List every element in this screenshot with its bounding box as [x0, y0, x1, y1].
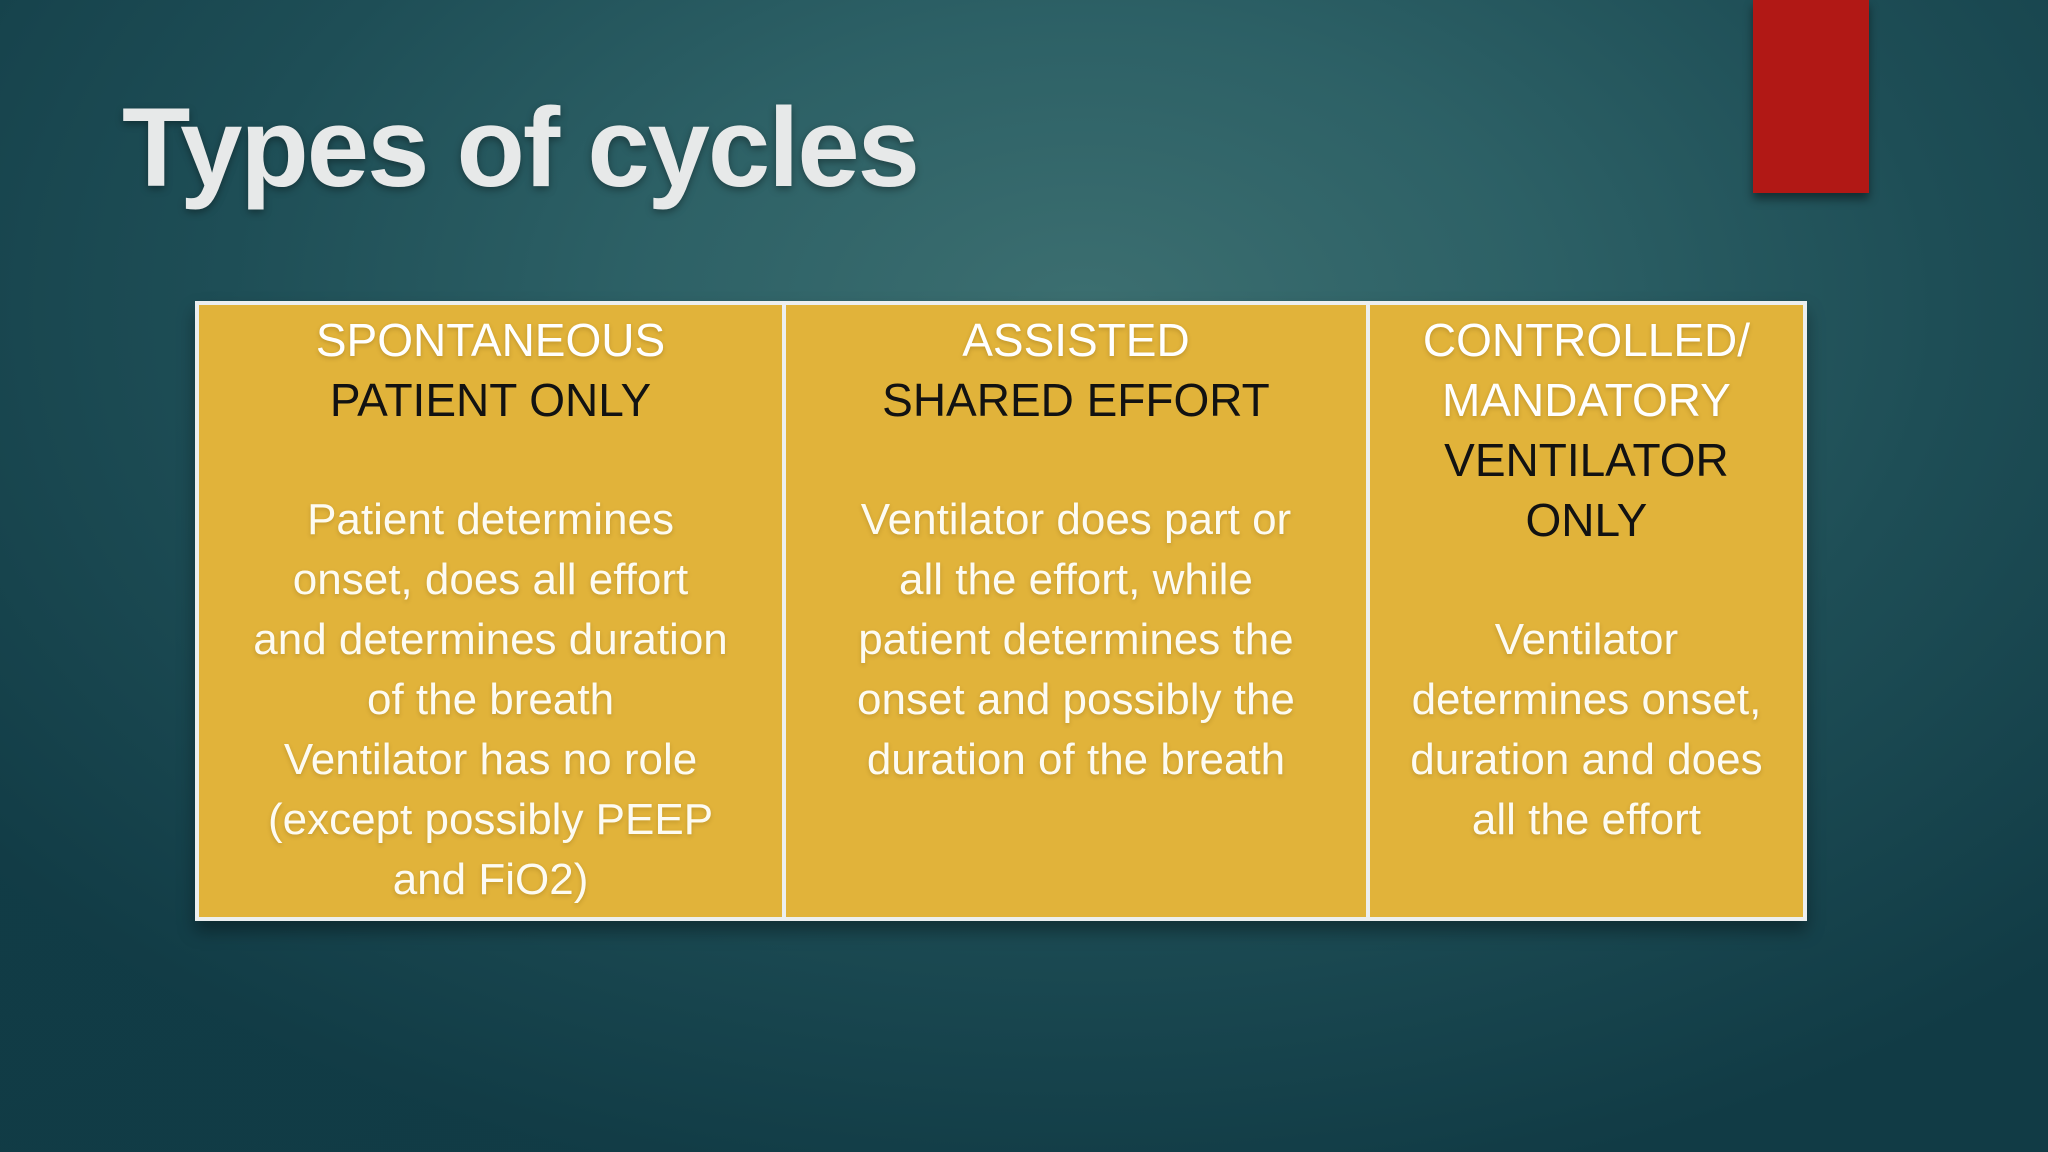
cell-header-secondary: PATIENT ONLY [329, 374, 652, 426]
cell-body-text: Patient determines onset, does all effor… [253, 495, 728, 904]
cell-body-text: Ventilator determines onset, duration an… [1410, 615, 1763, 844]
red-accent-bar [1753, 0, 1869, 193]
table-cell-spontaneous: SPONTANEOUS PATIENT ONLY Patient determi… [199, 305, 783, 917]
cell-body-text: Ventilator does part or all the effort, … [857, 495, 1295, 784]
cell-header-secondary: VENTILATOR ONLY [1444, 434, 1729, 546]
cell-header-primary: CONTROLLED/ MANDATORY [1422, 314, 1751, 426]
cycles-table: SPONTANEOUS PATIENT ONLY Patient determi… [195, 301, 1807, 921]
slide-title: Types of cycles [122, 85, 920, 210]
cell-header-secondary: SHARED EFFORT [882, 374, 1270, 426]
table-cell-controlled: CONTROLLED/ MANDATORY VENTILATOR ONLY Ve… [1365, 305, 1803, 917]
cell-header-primary: ASSISTED [962, 314, 1190, 366]
cell-header-primary: SPONTANEOUS [315, 314, 666, 366]
table-cell-assisted: ASSISTED SHARED EFFORT Ventilator does p… [782, 305, 1366, 917]
